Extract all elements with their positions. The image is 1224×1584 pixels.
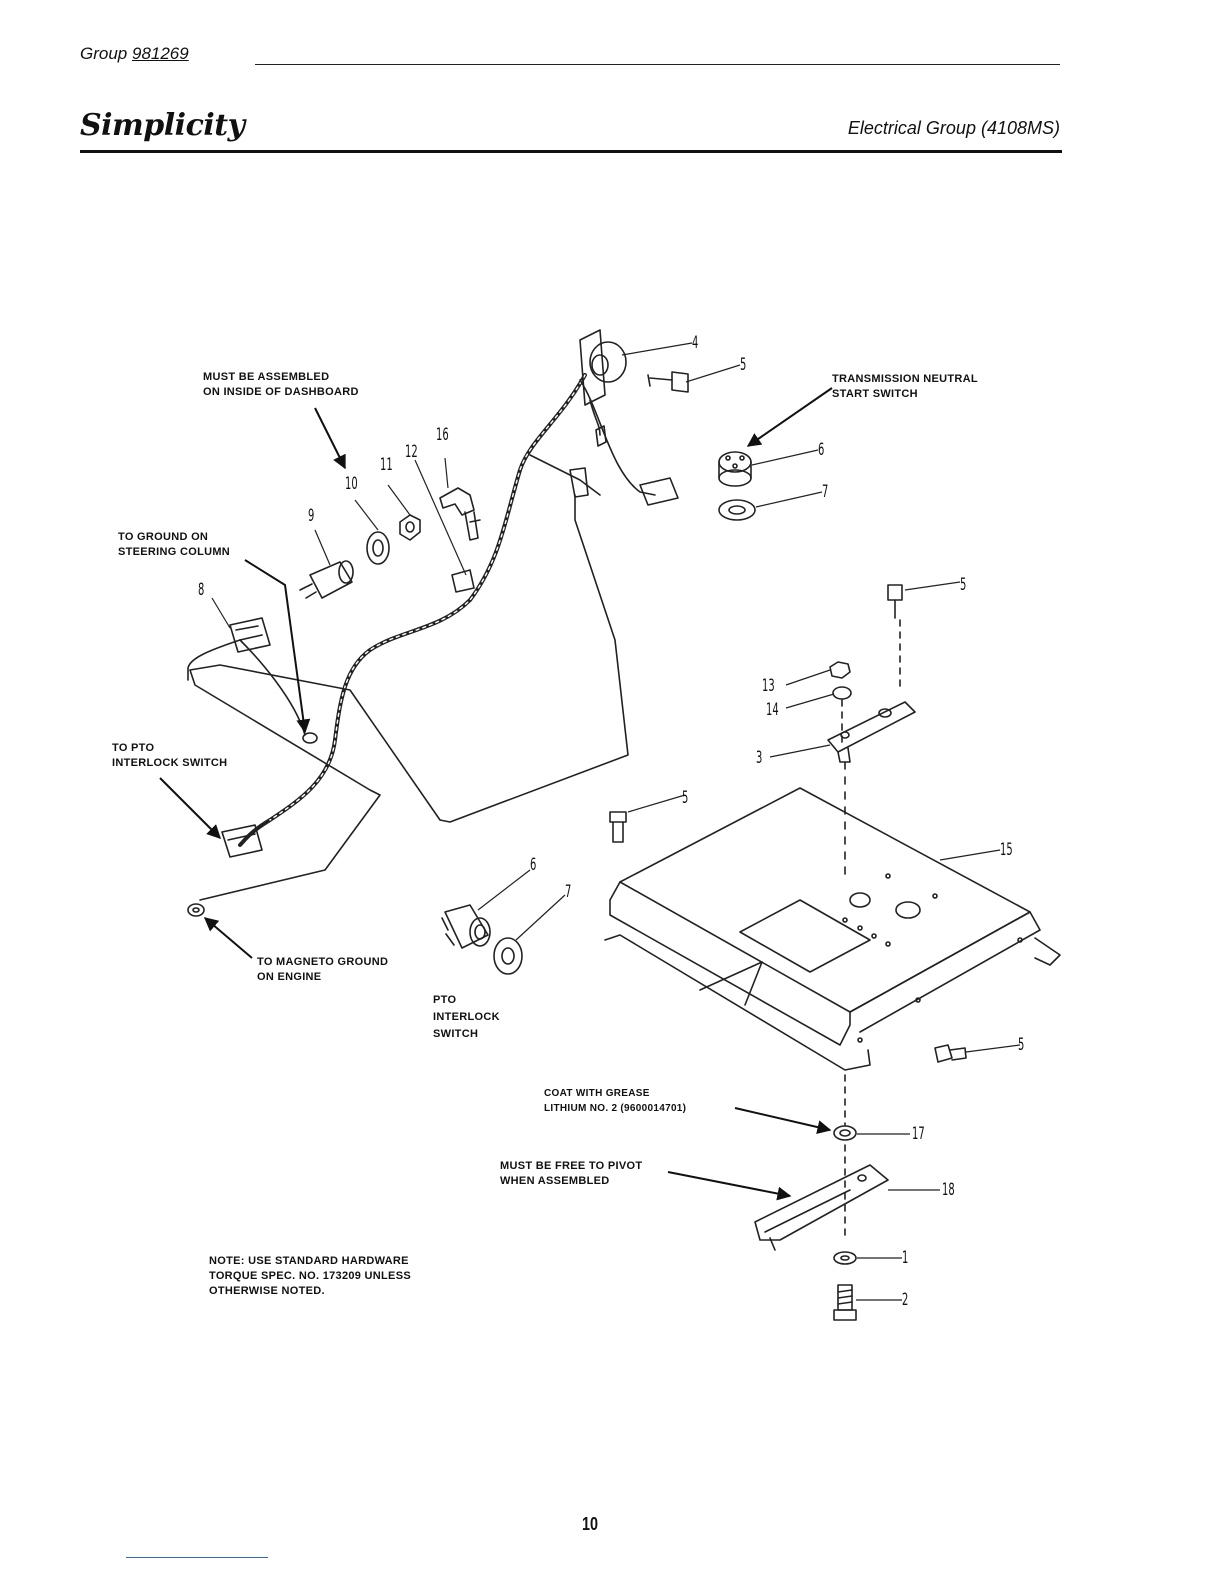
grease-arrow	[734, 1107, 832, 1134]
part-number-3: 3	[756, 748, 763, 768]
part-number-5-plate: 5	[682, 788, 689, 808]
jam-nut-7-pto	[493, 937, 523, 975]
bracket-3	[827, 701, 916, 763]
part-number-11: 11	[380, 455, 393, 475]
hardware-note: NOTE: USE STANDARD HARDWARE TORQUE SPEC.…	[209, 1255, 411, 1297]
part-number-6-pto: 6	[530, 855, 537, 875]
wire-to-starter	[579, 379, 656, 496]
part-number-14: 14	[766, 700, 779, 720]
part-number-16: 16	[436, 425, 449, 445]
part-number-4: 4	[692, 333, 699, 353]
nut-11	[399, 514, 421, 541]
nut-13	[829, 661, 851, 679]
transmission-arrow	[746, 387, 833, 447]
ignition-switch-9	[299, 560, 354, 599]
transmission-switch-6	[718, 451, 752, 487]
lock-washer-14	[832, 686, 852, 700]
part-number-18: 18	[942, 1180, 955, 1200]
pivot-callout: MUST BE FREE TO PIVOT WHEN ASSEMBLED	[500, 1160, 643, 1187]
part-number-15: 15	[1000, 840, 1013, 860]
ground-steering-arrow	[244, 559, 311, 734]
magneto-arrow	[203, 917, 253, 959]
pivot-plate-18	[754, 1164, 889, 1251]
jam-nut-7	[718, 499, 756, 521]
washer-10	[366, 531, 390, 565]
part-number-13: 13	[762, 676, 775, 696]
dashboard-callout: MUST BE ASSEMBLED ON INSIDE OF DASHBOARD	[203, 371, 359, 398]
footer-link-underline	[126, 1557, 268, 1558]
magneto-ground-eyelet	[187, 903, 205, 917]
wire-loop-right	[189, 454, 629, 901]
pto-switch-6	[441, 904, 491, 949]
part-number-12: 12	[405, 442, 418, 462]
pto-wire-callout: TO PTO INTERLOCK SWITCH	[112, 742, 228, 769]
brand-logo: Simplicity	[80, 108, 245, 143]
steering-ground-eyelet	[302, 732, 318, 744]
ground-steering-callout: TO GROUND ON STEERING COLUMN	[118, 531, 231, 558]
bolt-5-plate	[609, 811, 627, 843]
magneto-callout: TO MAGNETO GROUND ON ENGINE	[257, 956, 389, 983]
pto-wire-connector	[221, 824, 263, 858]
connector-8	[229, 617, 271, 653]
bolt-5-lower	[934, 1044, 967, 1063]
section-title: Electrical Group (4108MS)	[847, 118, 1060, 138]
wire-to-solenoid	[589, 399, 601, 436]
header-divider	[80, 150, 1062, 153]
group-label-line: Group 981269	[80, 44, 189, 64]
pto-wire-arrow	[159, 777, 221, 839]
transmission-callout: TRANSMISSION NEUTRAL START SWITCH	[832, 373, 978, 400]
bushing-17	[833, 1125, 857, 1141]
clip-12	[451, 569, 475, 593]
bolt-5-right	[887, 584, 903, 619]
page-number: 10	[582, 1514, 599, 1534]
dashboard-arrow	[314, 407, 346, 470]
part-number-7-trans: 7	[822, 482, 829, 502]
washer-1	[833, 1251, 857, 1265]
part-number-6-trans: 6	[818, 440, 825, 460]
part-number-9: 9	[308, 506, 315, 526]
pto-switch-callout: PTO INTERLOCK SWITCH	[433, 994, 500, 1040]
key-16	[439, 487, 481, 541]
pivot-arrow	[667, 1171, 792, 1201]
part-number-2: 2	[902, 1290, 909, 1310]
part-number-17: 17	[912, 1124, 925, 1144]
wire-connector-8	[187, 639, 241, 681]
mounting-plate-15	[604, 787, 1061, 1071]
group-label: Group	[80, 44, 128, 63]
grease-callout: COAT WITH GREASE LITHIUM NO. 2 (96000147…	[544, 1088, 687, 1114]
bolt-5-top	[647, 371, 689, 393]
part-number-5-lower: 5	[1018, 1035, 1025, 1055]
starter-solenoid-4	[579, 329, 627, 447]
part-number-1: 1	[902, 1248, 909, 1268]
group-number: 981269	[131, 44, 189, 63]
part-number-7-pto: 7	[565, 882, 572, 902]
part-number-8: 8	[198, 580, 205, 600]
part-number-5-right: 5	[960, 575, 967, 595]
header-rule	[255, 64, 1060, 65]
part-number-5-top: 5	[740, 355, 747, 375]
part-number-10: 10	[345, 474, 358, 494]
bolt-2	[833, 1284, 857, 1321]
